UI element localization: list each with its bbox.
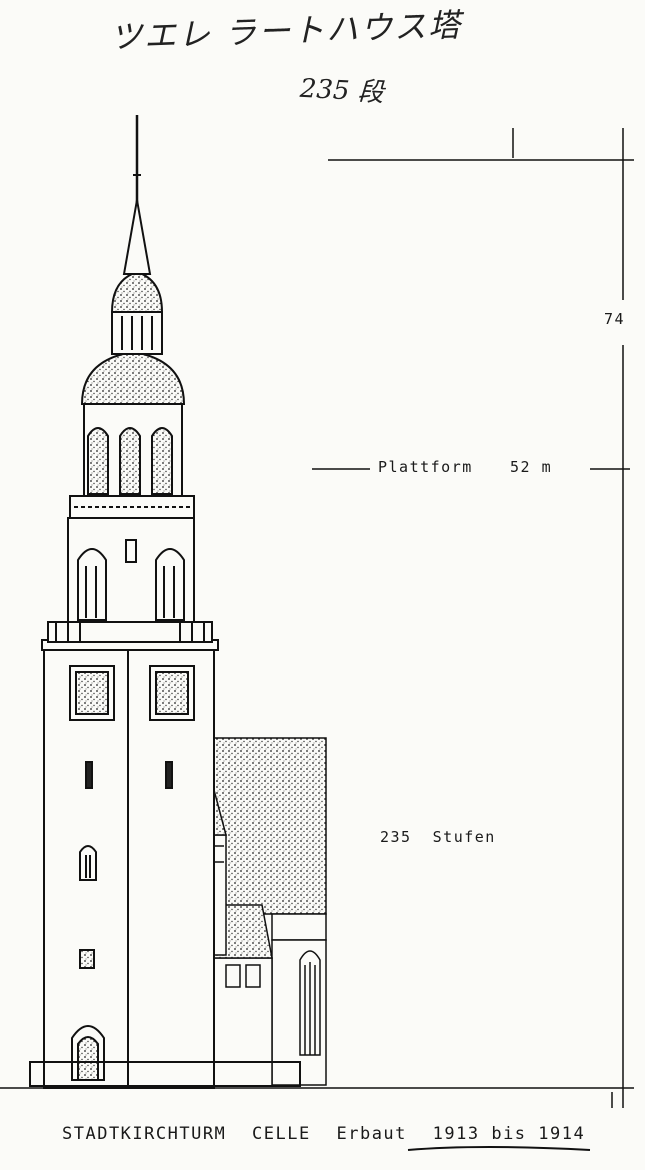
platform-height-value: 52 m	[510, 458, 553, 476]
total-height-label: 74	[604, 310, 626, 328]
caption-built: Erbaut	[336, 1124, 407, 1144]
tower-belfry	[47, 495, 213, 643]
tower-shaft	[29, 639, 301, 1089]
caption-city: CELLE	[252, 1124, 311, 1144]
stairs-count-label: 235 Stufen	[380, 828, 496, 846]
caption-dates: 1913 bis 1914	[432, 1124, 586, 1144]
tower-lantern	[80, 115, 186, 497]
platform-label: Plattform	[378, 458, 473, 476]
drawing-caption: STADTKIRCHTURM CELLE Erbaut 1913 bis 191…	[62, 1124, 599, 1144]
caption-name: STADTKIRCHTURM	[62, 1124, 227, 1144]
